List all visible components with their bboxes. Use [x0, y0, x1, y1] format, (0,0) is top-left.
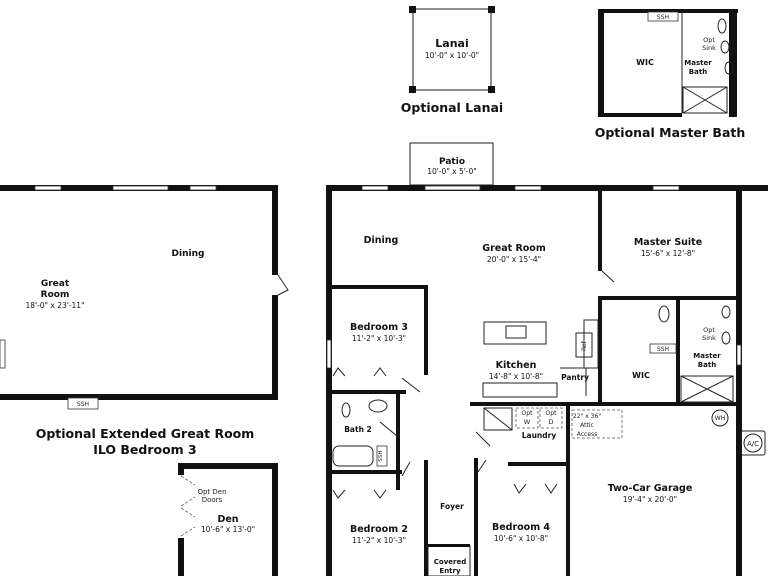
bathtub — [332, 445, 374, 467]
den-name: Den — [217, 514, 238, 525]
lanai-name: Lanai — [435, 37, 468, 50]
kitchen-counter — [482, 382, 558, 398]
sink-bowl2-icon — [721, 331, 731, 345]
master-suite-dims: 15'-6" x 12'-8" — [641, 249, 695, 258]
ac-unit-icon — [740, 430, 766, 456]
opt-sink-icon — [720, 40, 730, 54]
opt-toilet-icon — [717, 18, 727, 34]
opt-sink-label: Sink — [702, 44, 716, 52]
bath2-sink-icon — [368, 399, 388, 413]
bedroom3-name: Bedroom 3 — [350, 322, 408, 333]
dryer-space — [539, 407, 563, 429]
master-bath-line1: Master — [693, 352, 721, 360]
opt-sink-opt-label: Opt — [703, 36, 715, 44]
shower — [680, 375, 734, 403]
bath2-name: Bath 2 — [344, 425, 372, 434]
ac-label: A/C — [747, 440, 759, 448]
opt-master-bath-line2: Bath — [689, 68, 707, 76]
bath2-ssh-label: SSH — [378, 450, 384, 461]
covered-entry-line1: Covered — [434, 558, 466, 566]
opt-shower — [682, 86, 728, 114]
master-suite-name: Master Suite — [634, 237, 702, 248]
extended-caption-line1: Optional Extended Great Room — [36, 426, 255, 441]
wh-label: WH — [715, 415, 725, 422]
bedroom2-name: Bedroom 2 — [350, 524, 408, 535]
dryer-opt-label: Opt — [546, 410, 558, 417]
ssh-label: SSH — [657, 346, 669, 353]
bedroom4-dims: 10'-6" x 10'-8" — [494, 534, 548, 543]
bedroom2-dims: 11'-2" x 10'-3" — [352, 536, 406, 545]
washer-opt-label: Opt — [522, 410, 534, 417]
attic-line3: Access — [577, 431, 598, 438]
master-bath-line2: Bath — [698, 361, 716, 369]
opt-ssh-label: SSH — [657, 14, 669, 21]
bedroom3-dims: 11'-2" x 10'-3" — [352, 334, 406, 343]
toilet-icon — [658, 305, 670, 323]
great-room-dims: 20'-0" x 15'-4" — [487, 255, 541, 264]
ext-dining-name: Dining — [172, 249, 205, 259]
garage-name: Two-Car Garage — [608, 483, 693, 494]
attic-line1: 22" x 36" — [573, 413, 601, 420]
lanai-dims: 10'-0" x 10'-0" — [425, 51, 479, 60]
dryer-label: D — [548, 418, 553, 426]
sink-opt-label: Opt — [703, 326, 715, 334]
laundry-name: Laundry — [522, 431, 557, 440]
water-heater-icon — [711, 409, 729, 427]
foyer-name: Foyer — [440, 502, 464, 511]
ext-great-room-dims: 18'-0" x 23'-11" — [25, 301, 84, 310]
attic-line2: Attic — [580, 422, 594, 429]
optional-master-bath-plan: SSH WIC Opt Sink Master Bath — [598, 9, 738, 117]
kitchen-dims: 14'-8" x 10'-8" — [489, 372, 543, 381]
optional-lanai-plan: Lanai 10'-0" x 10'-0" — [409, 6, 495, 93]
bedroom4-name: Bedroom 4 — [492, 522, 550, 533]
covered-entry-line2: Entry — [439, 567, 461, 575]
washer-label: W — [524, 418, 531, 426]
garage-dims: 19'-4" x 20'-0" — [623, 495, 677, 504]
ext-ssh-label: SSH — [77, 401, 89, 408]
kitchen-island — [483, 321, 547, 345]
opt-sink2-icon — [724, 61, 734, 75]
optional-lanai-caption: Optional Lanai — [401, 100, 503, 115]
den-plan: Opt Den Doors Den 10'-6" x 13'-0" — [178, 463, 278, 576]
ext-great-room-line2: Room — [41, 290, 70, 300]
extended-great-room-plan: SSH Great Room 18'-0" x 23'-11" Dining — [0, 185, 289, 410]
optional-master-bath-caption: Optional Master Bath — [595, 125, 746, 140]
patio-name: Patio — [439, 157, 465, 167]
bath2-toilet-icon — [341, 402, 351, 418]
den-dims: 10'-6" x 13'-0" — [201, 525, 255, 534]
great-room-name: Great Room — [482, 243, 546, 254]
sink-label: Sink — [702, 334, 716, 342]
den-doors-line1: Opt Den — [197, 488, 226, 496]
opt-wic-name: WIC — [636, 58, 654, 67]
kitchen-name: Kitchen — [496, 360, 537, 371]
laundry-storage — [483, 407, 513, 431]
sink-icon — [505, 325, 527, 339]
ext-great-room-line1: Great — [41, 279, 70, 289]
main-floor-plan: Patio 10'-0" x 5'-0" Dining Great Room — [326, 142, 768, 576]
wic-name: WIC — [632, 371, 650, 380]
washer-space — [515, 407, 539, 429]
extended-caption-line2: ILO Bedroom 3 — [93, 442, 197, 457]
den-doors-line2: Doors — [202, 496, 223, 504]
attic-access — [571, 409, 623, 439]
dining-name: Dining — [364, 235, 399, 246]
pantry-name: Pantry — [561, 373, 589, 382]
patio-dims: 10'-0" x 5'-0" — [427, 167, 477, 176]
opt-master-bath-line1: Master — [684, 59, 712, 67]
sink-bowl-icon — [721, 305, 731, 319]
